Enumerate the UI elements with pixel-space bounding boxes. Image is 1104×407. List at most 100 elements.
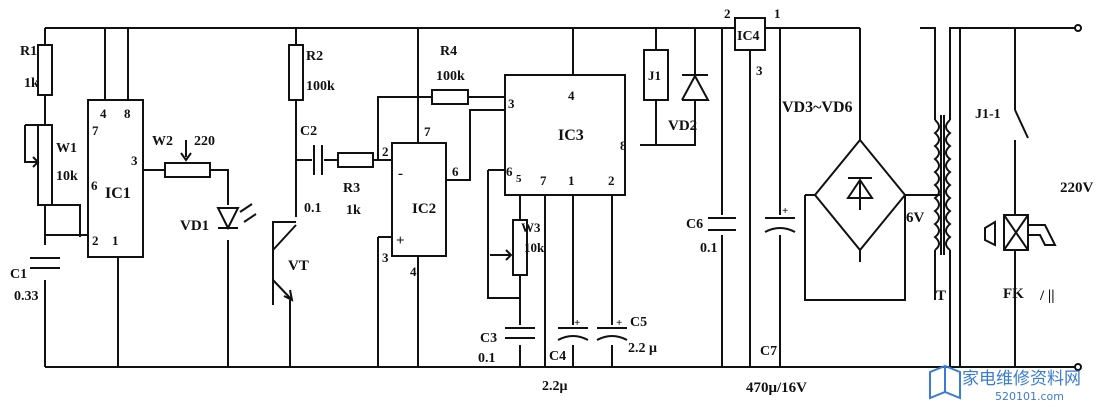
bridge-rectifier: VD3~VD6 [782,99,907,262]
ic1-pin-7: 7 [92,123,99,138]
relay-contact-j1-1: J1-1 [975,107,1029,139]
vd1-ref: VD1 [180,218,209,234]
transistor-vt: VT [272,224,309,305]
vd2-ref: VD2 [668,118,697,134]
ic3-pin-1: 1 [568,173,575,188]
r1-ref: R1 [20,44,37,59]
ic3-pin-8: 8 [620,138,627,153]
c4-value: 2.2μ [542,379,568,394]
r1-value: 1k [24,76,39,91]
ic3-pin-5: 5 [516,173,522,185]
ic2-pin-3: 3 [382,250,389,265]
r3-ref: R3 [343,181,360,196]
ic4-ref: IC4 [737,29,760,44]
capacitor-c2: C2 0.1 [300,124,323,216]
w1-ref: W1 [56,141,77,156]
mains-label: 220V [1060,180,1094,196]
c3-ref: C3 [480,331,497,346]
ic2-plus: + [396,233,405,249]
r4-ref: R4 [440,44,457,59]
r2-ref: R2 [306,49,323,64]
ic2-pin-7: 7 [424,124,431,139]
bridge-ref: VD3~VD6 [782,99,853,116]
c4-ref: C4 [549,349,566,364]
ic4-pin-2: 2 [724,6,731,21]
transformer-t: T 6V [906,27,960,367]
capacitor-c4: + C4 2.2μ [542,317,589,394]
ic1: IC1 4 8 7 3 6 2 1 [87,99,144,258]
w2-ref: W2 [152,134,173,149]
ic4-pin-3: 3 [756,63,763,78]
ic1-ref: IC1 [105,185,131,202]
j1-1-ref: J1-1 [975,107,1001,122]
ic3-pin-2: 2 [608,173,615,188]
resistor-r1: R1 1k [20,44,53,96]
c1-value: 0.33 [14,289,39,304]
potentiometer-w1: W1 10k [28,124,78,206]
potentiometer-w2: W2 220 [152,134,215,178]
capacitor-c3: C3 0.1 [478,327,535,366]
watermark-url: 520101.com [995,390,1064,403]
resistor-r2: R2 100k [288,44,335,101]
ic3-pin-3: 3 [508,96,515,111]
ic1-pin-3: 3 [131,153,138,168]
wires [24,27,1075,368]
ic3-ref: IC3 [558,127,584,144]
w2-value: 220 [194,134,215,149]
t-secondary: 6V [906,210,925,226]
ic2-minus: - [398,166,403,182]
watermark-text: 家电维修资料网 [962,369,1081,389]
ic4-pin-1: 1 [774,6,781,21]
resistor-r3: R3 1k [337,152,374,218]
svg-text:+: + [574,317,580,329]
capacitor-c1: C1 0.33 [10,257,60,304]
ic2: IC2 - + 7 2 6 3 4 [382,124,459,279]
w3-ref: W3 [521,220,541,235]
c7-value: 470μ/16V [746,380,807,396]
vt-ref: VT [288,258,309,274]
watermark: 家电维修资料网 520101.com [929,364,1081,403]
ic1-pin-4: 4 [100,106,107,121]
ic3: IC3 3 4 8 6 5 7 1 2 [504,74,627,196]
r2-value: 100k [306,79,335,94]
c7-ref: C7 [760,344,777,359]
ic1-pin-6: 6 [91,178,98,193]
ic4: IC4 2 1 3 [724,6,781,78]
capacitor-c5: + C5 2.2 μ [596,315,657,356]
fk-ref: FK [1003,286,1024,302]
ic1-pin-8: 8 [124,106,131,121]
ic2-ref: IC2 [412,201,436,217]
ic3-pin-7: 7 [540,173,547,188]
r3-value: 1k [346,203,361,218]
ic1-pin-1: 1 [112,233,119,248]
c6-value: 0.1 [700,241,718,256]
c6-ref: C6 [686,217,703,232]
c5-value: 2.2 μ [628,341,657,356]
ic2-pin-2: 2 [382,144,389,159]
svg-text:+: + [616,317,622,329]
w3-value: 10k [524,240,545,255]
c2-ref: C2 [300,124,317,139]
svg-text:+: + [782,205,788,217]
resistor-r4: R4 100k [431,44,469,105]
ic2-pin-6: 6 [452,164,459,179]
w1-value: 10k [56,169,78,184]
ic3-pin-6: 6 [506,164,513,179]
diode-vd2: VD2 [668,73,710,134]
c5-ref: C5 [630,315,647,330]
relay-coil-j1: J1 [643,49,669,101]
water-flow-glyph: / || [1039,288,1055,304]
c3-value: 0.1 [478,351,496,366]
r4-value: 100k [436,69,465,84]
c1-ref: C1 [10,267,27,282]
valve-fk: FK / || [984,214,1057,304]
capacitor-c6: C6 0.1 [686,217,736,256]
t-ref: T [936,288,946,304]
led-vd1: VD1 [180,203,257,234]
book-icon [929,364,961,400]
j1-ref: J1 [648,68,661,83]
potentiometer-w3: W3 10k [502,219,545,276]
ic3-pin-4: 4 [568,88,575,103]
c2-value: 0.1 [304,201,322,216]
